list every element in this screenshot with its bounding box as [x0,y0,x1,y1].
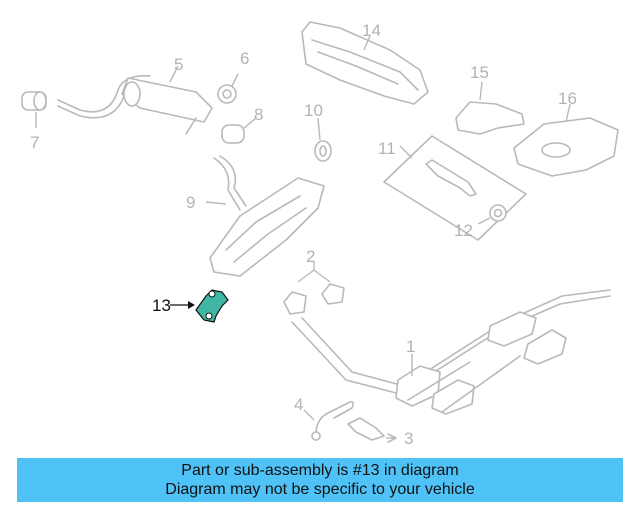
callout-12: 12 [454,221,473,240]
callout-13: 13 [152,296,171,315]
callout-11: 11 [378,139,396,158]
callout-8: 8 [254,105,263,124]
callout-5: 5 [174,55,183,74]
part-12-mount [477,204,507,225]
callout-14: 14 [362,21,381,40]
part-16-heat-shield [513,103,619,177]
part-5-muffler [57,65,213,135]
callout-1: 1 [406,337,415,356]
banner-line-1: Part or sub-assembly is #13 in diagram [181,462,459,479]
part-2-gaskets [283,262,345,315]
callout-2: 2 [306,247,315,266]
callout-9: 9 [186,193,195,212]
info-banner: Part or sub-assembly is #13 in diagram D… [17,458,623,502]
callout-15: 15 [470,63,489,82]
callout-6: 6 [240,49,249,68]
part-7-clamp [21,91,47,128]
callout-4: 4 [294,395,303,414]
part-9-muffler [205,155,325,277]
callout-10: 10 [304,101,323,120]
part-15-bracket [455,81,525,135]
part-3-bracket [347,417,397,443]
part-13-highlighted-bracket [170,289,229,323]
part-4-sensor [303,400,354,441]
part-14-heat-shield [301,21,429,105]
callout-16: 16 [558,89,577,108]
part-10-mount [314,117,332,162]
part-11-kit-box [383,135,527,241]
callout-7: 7 [30,133,39,152]
part-6-mount [217,73,239,104]
callout-3: 3 [404,429,413,448]
banner-line-2: Diagram may not be specific to your vehi… [165,481,475,498]
part-8-hanger [221,117,257,144]
part-1-exhaust-pipe [291,289,611,415]
